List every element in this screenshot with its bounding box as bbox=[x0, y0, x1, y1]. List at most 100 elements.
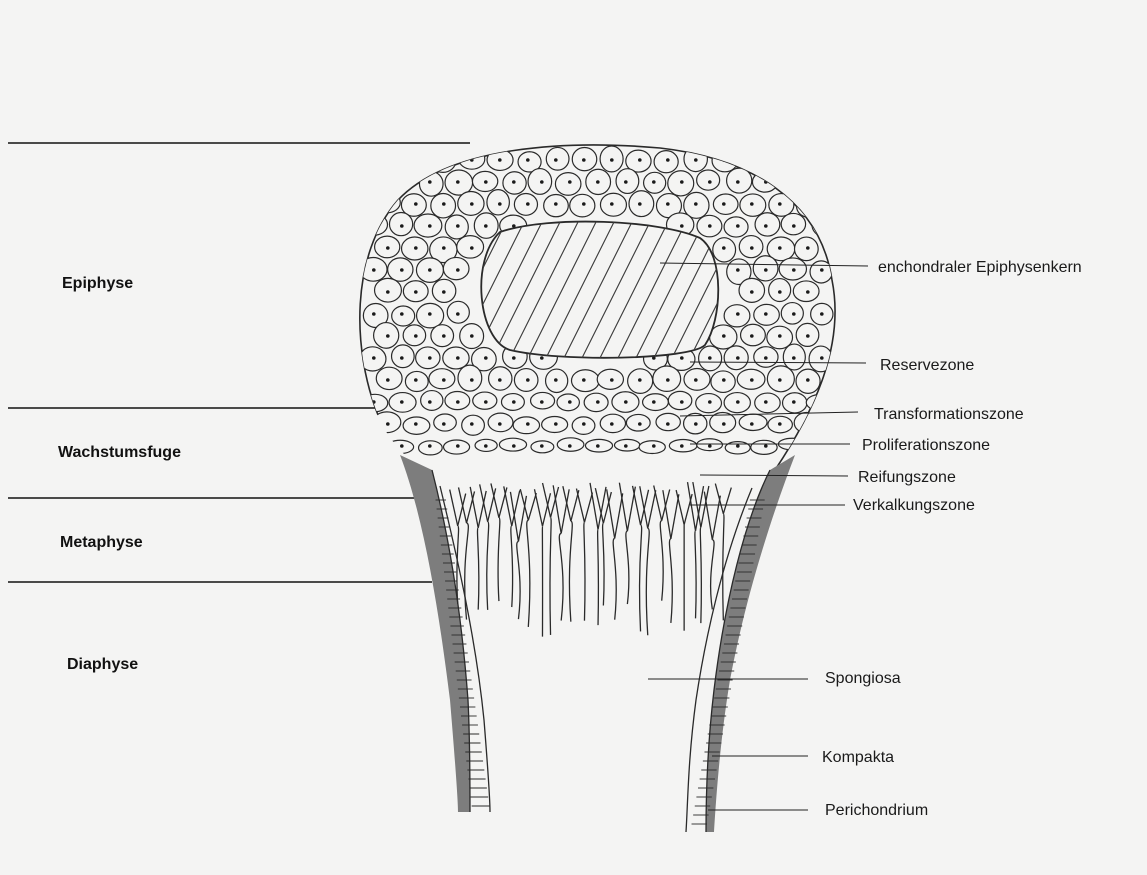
cartilage-cell bbox=[669, 440, 697, 452]
cartilage-cell bbox=[600, 146, 623, 172]
cartilage-cell bbox=[753, 256, 778, 281]
cartilage-cell bbox=[472, 171, 497, 191]
cartilage-cell bbox=[402, 150, 427, 173]
label-kompakta: Kompakta bbox=[822, 749, 894, 767]
cartilage-cell bbox=[713, 238, 736, 262]
cartilage-cell bbox=[362, 214, 388, 235]
cartilage-cell bbox=[431, 325, 454, 347]
cartilage-cell bbox=[783, 344, 805, 370]
label-proliferationszone: Proliferationszone bbox=[862, 437, 990, 455]
label-perichondrium: Perichondrium bbox=[825, 802, 928, 820]
cartilage-cell bbox=[392, 306, 415, 326]
cartilage-cell bbox=[741, 324, 766, 346]
cartilage-cell bbox=[779, 258, 806, 280]
cartilage-cell bbox=[389, 393, 416, 413]
cartilage-cell bbox=[684, 146, 707, 171]
cartilage-cell bbox=[403, 417, 430, 434]
cartilage-cell bbox=[570, 194, 595, 217]
cartilage-cell bbox=[712, 149, 738, 171]
cartilage-cell bbox=[414, 214, 442, 237]
cartilage-cell bbox=[362, 441, 387, 453]
cartilage-cell bbox=[359, 347, 386, 371]
cartilage-cell bbox=[739, 236, 763, 258]
cartilage-cell bbox=[586, 169, 611, 194]
cartilage-cell bbox=[710, 325, 737, 349]
cartilage-cell bbox=[487, 190, 509, 215]
cartilage-cell bbox=[793, 281, 819, 302]
cartilage-cell bbox=[462, 415, 485, 435]
cartilage-cell bbox=[376, 367, 402, 389]
cartilage-cell bbox=[373, 412, 401, 433]
left-cortex bbox=[400, 455, 490, 812]
cartilage-cell bbox=[475, 439, 497, 451]
cartilage-cell bbox=[653, 366, 681, 391]
cartilage-cell bbox=[794, 413, 819, 433]
cartilage-cell bbox=[572, 370, 600, 392]
cartilage-cell bbox=[572, 147, 597, 170]
cartilage-cell bbox=[684, 368, 710, 390]
cartilage-cell bbox=[474, 213, 498, 238]
label-verkalkungszone: Verkalkungszone bbox=[853, 497, 975, 515]
cartilage-cell bbox=[403, 325, 425, 346]
cartilage-cell bbox=[405, 371, 428, 391]
cartilage-cell bbox=[808, 440, 835, 451]
cartilage-cell bbox=[359, 258, 387, 282]
cartilage-cell bbox=[806, 395, 834, 411]
cartilage-cell bbox=[444, 440, 470, 454]
cartilage-cell bbox=[546, 369, 568, 392]
cartilage-cell bbox=[740, 194, 766, 216]
cartilage-cell bbox=[403, 281, 428, 302]
cartilage-cell bbox=[713, 194, 738, 214]
cartilage-cell bbox=[769, 194, 794, 217]
cartilage-cell bbox=[668, 391, 691, 409]
cartilage-cell bbox=[419, 441, 443, 455]
cartilage-cell bbox=[724, 305, 750, 327]
cartilage-cell bbox=[431, 194, 456, 218]
cartilage-cell bbox=[402, 237, 428, 260]
cartilage-cell bbox=[724, 217, 748, 237]
cartilage-cell bbox=[696, 394, 722, 413]
cartilage-cell bbox=[697, 439, 723, 451]
cartilage-cell bbox=[432, 279, 455, 302]
cartilage-cell bbox=[629, 191, 654, 217]
cartilage-cell bbox=[445, 215, 468, 239]
cartilage-cell bbox=[458, 365, 482, 391]
cartilage-cell bbox=[737, 369, 765, 389]
verkalkungszone-trabeculae bbox=[450, 482, 732, 637]
cartilage-cell bbox=[374, 147, 399, 170]
cartilage-cell bbox=[767, 366, 794, 392]
cartilage-cell bbox=[755, 213, 780, 236]
cartilage-cell bbox=[416, 347, 440, 369]
cartilage-cell bbox=[460, 324, 484, 349]
cartilage-cell bbox=[488, 413, 513, 432]
cartilage-cell bbox=[699, 346, 722, 371]
cartilage-cell bbox=[389, 213, 412, 236]
zone-label-metaphyse: Metaphyse bbox=[60, 534, 143, 552]
cartilage-cell bbox=[388, 258, 413, 281]
cartilage-cell bbox=[544, 194, 569, 216]
cartilage-cell bbox=[557, 438, 584, 451]
cartilage-cell bbox=[643, 394, 669, 411]
cartilage-cell bbox=[392, 345, 415, 368]
cartilage-cell bbox=[811, 303, 833, 325]
cartilage-cell bbox=[783, 393, 807, 413]
cartilage-cell bbox=[654, 151, 678, 173]
cartilage-cell bbox=[434, 414, 457, 431]
cartilage-cell bbox=[375, 236, 400, 258]
cartilage-cell bbox=[795, 237, 819, 261]
cartilage-cell bbox=[375, 278, 402, 302]
cartilage-cell bbox=[807, 170, 834, 191]
cartilage-cell bbox=[557, 394, 579, 411]
cartilage-cell bbox=[626, 414, 650, 431]
cartilage-cell bbox=[514, 369, 538, 392]
cartilage-cell bbox=[597, 369, 623, 389]
right-cortex bbox=[686, 455, 795, 832]
cartilage-cell bbox=[769, 149, 791, 171]
cartilage-cell bbox=[755, 393, 780, 413]
cartilage-cell bbox=[796, 323, 819, 346]
cartilage-cell bbox=[797, 195, 819, 217]
zone-label-diaphyse: Diaphyse bbox=[67, 656, 138, 674]
cartilage-cell bbox=[782, 170, 804, 192]
cartilage-cell bbox=[499, 438, 526, 451]
